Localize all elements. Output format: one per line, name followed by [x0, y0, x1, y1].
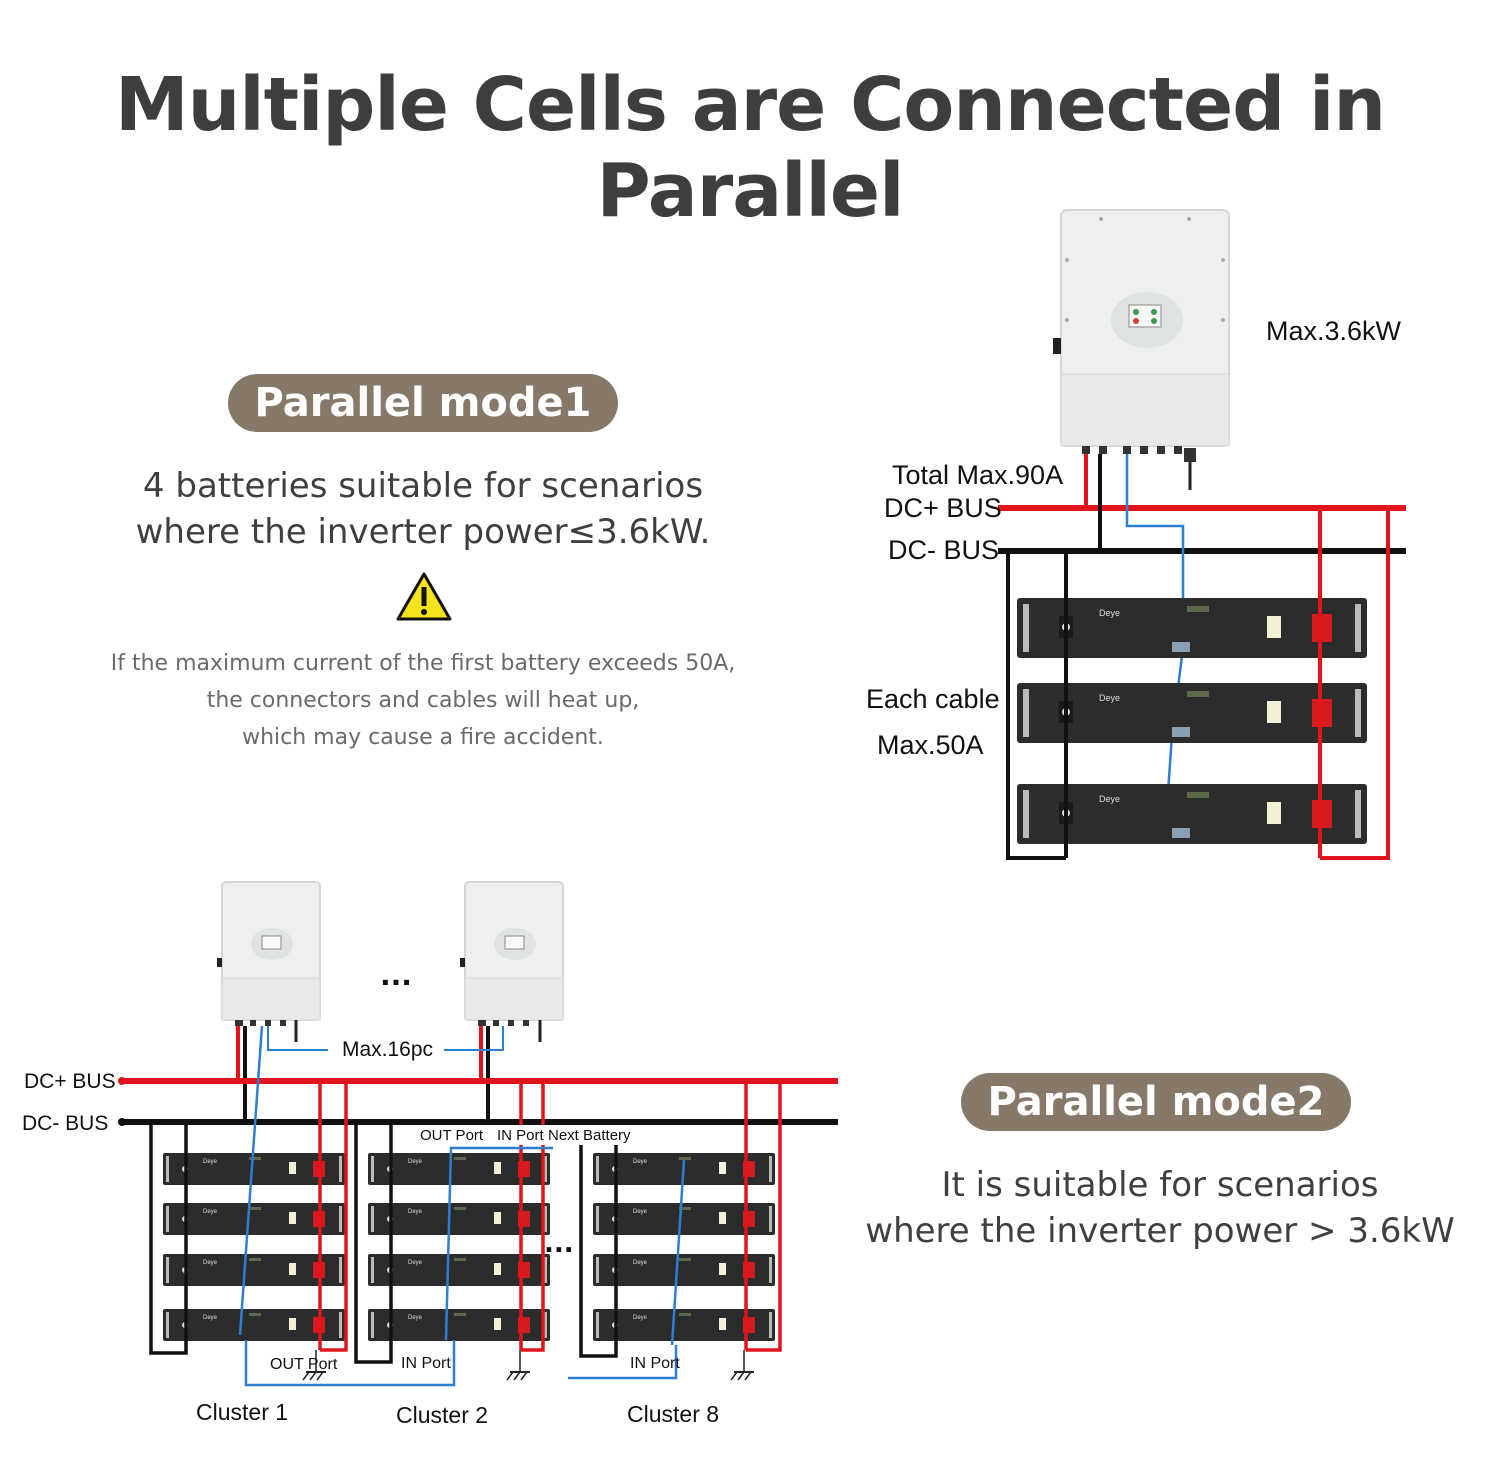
mode1-description: 4 batteries suitable for scenarios where… [60, 463, 786, 555]
battery-3 [1017, 784, 1367, 844]
dc-minus-label-1: DC- BUS [888, 535, 999, 565]
mode2-description: It is suitable for scenarios where the i… [850, 1162, 1470, 1254]
dc-plus-label-1: DC+ BUS [884, 493, 1002, 523]
in-port-cluster8-label: IN Port [630, 1355, 680, 1372]
mode2-desc-line1: It is suitable for scenarios [941, 1165, 1379, 1205]
cluster1-battery-2 [163, 1203, 345, 1235]
warning-line1: If the maximum current of the first batt… [110, 651, 736, 676]
cluster-2-label: Cluster 2 [396, 1402, 488, 1428]
inverter-1 [1052, 209, 1230, 447]
battery-1 [1017, 598, 1367, 658]
mode1-pill: Parallel mode1 [228, 374, 618, 432]
page-title: Multiple Cells are Connected in Parallel [114, 62, 1386, 234]
mode1-desc-line2: where the inverter power≤3.6kW. [135, 512, 711, 552]
warning-line3: which may cause a fire accident. [242, 725, 604, 750]
out-port-bottom-label: OUT Port [270, 1356, 338, 1373]
inverter-b [459, 881, 564, 1021]
diagram2: ... Max.16pc DC+ BUS DC- BUS [22, 881, 838, 1428]
out-port-top-label: OUT Port [420, 1127, 484, 1144]
cluster1-battery-1 [163, 1153, 345, 1185]
total-current-label: Total Max.90A [892, 460, 1063, 490]
inverter-ellipsis: ... [380, 959, 412, 992]
cluster-8-label: Cluster 8 [627, 1401, 719, 1427]
mode2-desc-line2: where the inverter power > 3.6kW [865, 1211, 1455, 1251]
dc-plus-label-2: DC+ BUS [24, 1070, 116, 1093]
dc-minus-label-2: DC- BUS [22, 1112, 108, 1135]
cluster-ellipsis: ... [544, 1229, 574, 1259]
in-port-cluster2-label: IN Port [401, 1355, 451, 1372]
cluster1-battery-3 [163, 1254, 345, 1286]
diagram1: Max.3.6kW Total Max.90A DC+ BUS DC- BUS … [866, 209, 1406, 860]
cable-max-label: Max.50A [877, 730, 984, 760]
mode1-desc-line1: 4 batteries suitable for scenarios [142, 466, 704, 506]
next-battery-label: Next Battery [548, 1127, 631, 1144]
mode2-pill: Parallel mode2 [961, 1073, 1351, 1131]
each-cable-label: Each cable [866, 684, 1000, 714]
cluster-1 [149, 1025, 348, 1355]
inverter-a [216, 881, 321, 1021]
inverter-ports [1082, 446, 1196, 490]
cluster-1-label: Cluster 1 [196, 1399, 288, 1425]
max-inverters-label: Max.16pc [342, 1038, 433, 1061]
warning-line2: the connectors and cables will heat up, [206, 688, 640, 713]
warning-triangle-icon [396, 572, 452, 621]
warning-text: If the maximum current of the first batt… [60, 645, 786, 756]
cluster1-battery-4 [163, 1309, 345, 1341]
max-power-label: Max.3.6kW [1266, 316, 1402, 346]
cluster-8 [579, 1081, 782, 1358]
in-port-top-label: IN Port [497, 1127, 545, 1144]
battery-2 [1017, 683, 1367, 743]
